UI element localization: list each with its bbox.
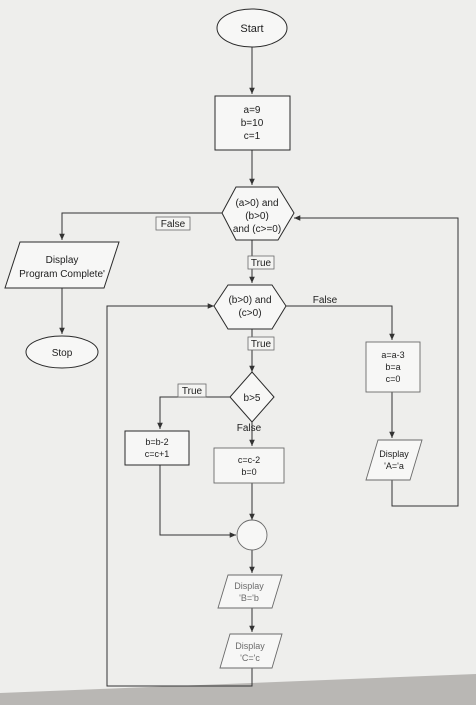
display-complete-line-2: Program Complete': [19, 269, 105, 280]
edge-loop-left: [106, 303, 253, 687]
proc-b-line-2: c=c+1: [145, 449, 170, 459]
display-complete-line-1: Display: [46, 255, 79, 266]
start-terminator: [216, 8, 288, 48]
cond1-line-2: (b>0): [245, 211, 269, 222]
edge-cond2-false: [286, 305, 395, 340]
init-process-box: [214, 95, 291, 151]
edge-proc-b-merge: [159, 465, 236, 538]
process-a-box: [365, 341, 421, 393]
init-line-2: b=10: [241, 118, 264, 129]
merge-connector: [236, 519, 268, 551]
display-c-output: [219, 633, 283, 669]
display-c-line-1: Display: [235, 641, 265, 651]
connector-lines: [59, 47, 459, 687]
proc-c-line-2: b=0: [241, 467, 256, 477]
edge-loop-right: [294, 215, 459, 507]
display-a-line-2: 'A='a: [384, 461, 404, 471]
proc-c-line-1: c=c-2: [238, 455, 260, 465]
true-label-1: True: [251, 258, 272, 269]
decision-cond3: [229, 371, 275, 423]
decision-cond1: [221, 186, 295, 241]
false-label-2: False: [313, 295, 338, 306]
true-label-3-box: [177, 383, 207, 398]
init-line-3: c=1: [244, 131, 261, 142]
edge-cond3-true: [157, 396, 230, 429]
proc-a-line-2: b=a: [385, 362, 400, 372]
true-label-3: True: [182, 386, 203, 397]
cond2-line-2: (c>0): [238, 308, 261, 319]
proc-b-line-1: b=b-2: [145, 437, 168, 447]
cond1-line-3: and (c>=0): [233, 224, 281, 235]
decision-cond2: [213, 284, 287, 330]
stop-terminator: [25, 335, 99, 369]
display-c-line-2: 'C='c: [240, 653, 260, 663]
init-line-1: a=9: [244, 105, 261, 116]
stop-label: Stop: [52, 348, 73, 359]
false-label-3: False: [237, 423, 262, 434]
true-label-2: True: [251, 339, 272, 350]
true-label-1-box: [247, 255, 275, 270]
false-label-1-box: [155, 216, 191, 231]
process-c-box: [213, 447, 285, 484]
proc-a-line-1: a=a-3: [381, 350, 404, 360]
display-b-line-1: Display: [234, 581, 264, 591]
false-label-1: False: [161, 219, 186, 230]
cond3-label: b>5: [244, 393, 261, 404]
display-b-output: [217, 574, 283, 609]
display-b-line-2: 'B='b: [239, 593, 259, 603]
process-b-box: [124, 430, 190, 466]
true-label-2-box: [247, 336, 275, 351]
display-a-line-1: Display: [379, 449, 409, 459]
cond2-line-1: (b>0) and: [228, 295, 271, 306]
start-label: Start: [240, 23, 263, 35]
display-a-output: [365, 439, 423, 481]
edge-cond1-false: [59, 212, 222, 240]
display-program-complete: [4, 241, 120, 289]
cond1-line-1: (a>0) and: [235, 198, 278, 209]
proc-a-line-3: c=0: [386, 374, 401, 384]
